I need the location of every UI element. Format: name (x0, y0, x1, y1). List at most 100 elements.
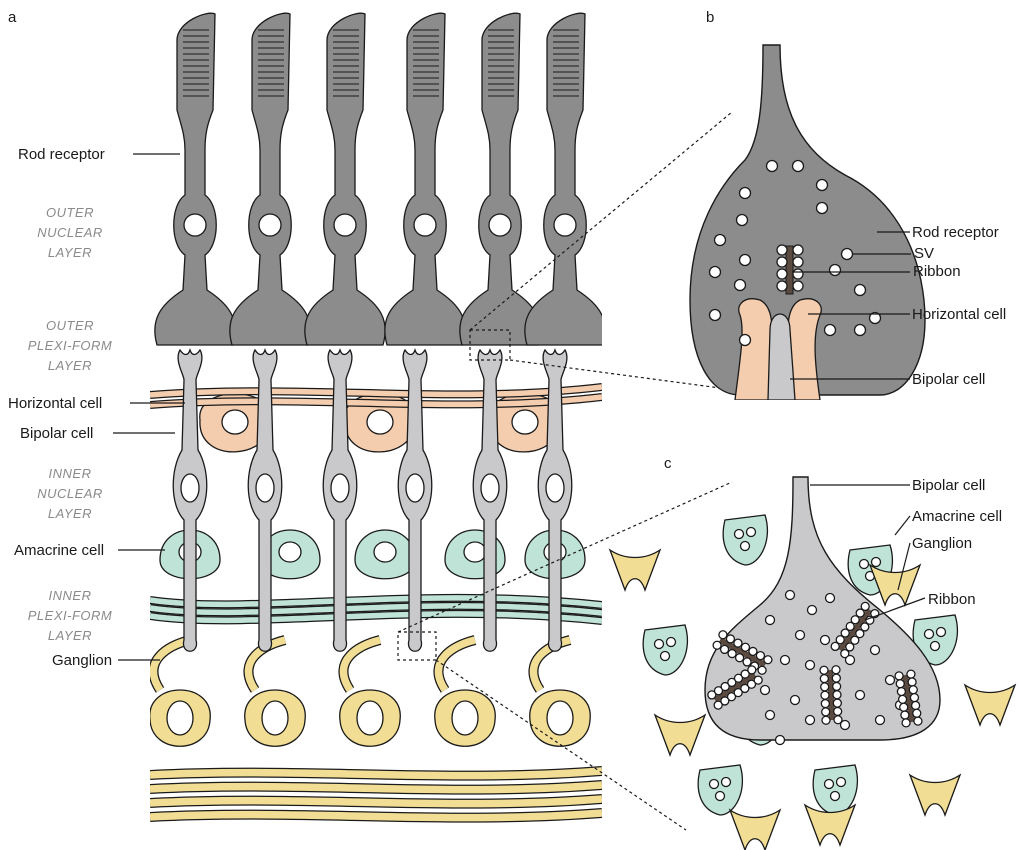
ribbon-vesicle (821, 700, 829, 708)
ribbon-vesicle (833, 691, 841, 699)
synaptic-vesicle (710, 310, 721, 321)
rod-receptor (525, 13, 605, 345)
synaptic-vesicle (761, 686, 770, 695)
ribbon-vesicle (909, 686, 917, 694)
layer-inner-nuclear-line1: INNER (49, 466, 92, 481)
ganglion-profile (610, 550, 660, 590)
ribbon-vesicle (895, 672, 903, 680)
label-rod-receptor-a: Rod receptor (18, 146, 105, 163)
ribbon-vesicle (832, 666, 840, 674)
synaptic-vesicle (781, 656, 790, 665)
synaptic-vesicle (821, 636, 830, 645)
bipolar-nucleus (331, 474, 349, 502)
ribbon-vesicle (736, 654, 744, 662)
layer-inner-nuclear-line2: NUCLEAR (37, 486, 103, 501)
ribbon-vesicle (832, 674, 840, 682)
rod-nucleus (184, 214, 206, 236)
horizontal-nucleus (222, 410, 248, 434)
ribbon-vesicle (912, 701, 920, 709)
ribbon-vesicle (834, 716, 842, 724)
rod-nucleus (334, 214, 356, 236)
bipolar-nucleus (181, 474, 199, 502)
ribbon-vesicle (719, 631, 727, 639)
ribbon-vesicle (902, 719, 910, 727)
amacrine-nucleus (374, 542, 396, 562)
layer-outer-plexiform-line1: OUTER (46, 318, 94, 333)
ribbon-vesicle (820, 666, 828, 674)
horizontal-cell-layer (150, 387, 602, 452)
ribbon-vesicle (734, 639, 742, 647)
amacrine-vesicle (925, 630, 934, 639)
synaptic-vesicle (740, 188, 751, 199)
amacrine-vesicle (741, 542, 750, 551)
ganglion-nucleus (262, 701, 288, 735)
amacrine-vesicle (837, 778, 846, 787)
layer-inner-plexiform-line2: PLEXI-FORM (28, 608, 112, 623)
synaptic-vesicle (715, 235, 726, 246)
ganglion-axon (150, 785, 602, 790)
label-amacrine-cell-a: Amacrine cell (14, 542, 104, 559)
panel-letter-c: c (664, 455, 672, 472)
ribbon-vesicle (758, 666, 766, 674)
horizontal-nucleus (367, 410, 393, 434)
ribbon-vesicle (721, 645, 729, 653)
ribbon-vesicle (793, 269, 803, 279)
synaptic-vesicle (856, 691, 865, 700)
ribbon-vesicle (821, 691, 829, 699)
amacrine-profile (643, 625, 687, 675)
synaptic-vesicle (855, 325, 866, 336)
amacrine-vesicle (710, 780, 719, 789)
label-rod-receptor-b: Rod receptor (912, 224, 999, 241)
panel-a-retina-layers (150, 13, 605, 840)
synaptic-vesicle (817, 180, 828, 191)
synaptic-vesicle (817, 203, 828, 214)
rod-receptor-layer (155, 13, 605, 345)
ribbon-vesicle (914, 717, 922, 725)
amacrine-vesicle (747, 528, 756, 537)
label-amacrine-cell-c: Amacrine cell (912, 508, 1002, 525)
synaptic-vesicle (791, 696, 800, 705)
layer-inner-plexiform-line1: INNER (49, 588, 92, 603)
bipolar-nucleus (406, 474, 424, 502)
rod-receptor (305, 13, 385, 345)
amacrine-profile (698, 765, 742, 815)
label-ribbon-b: Ribbon (913, 263, 961, 280)
synaptic-vesicle (766, 616, 775, 625)
ribbon-vesicle (913, 709, 921, 717)
ribbon-vesicle (777, 257, 787, 267)
label-horizontal-cell-a: Horizontal cell (8, 395, 102, 412)
ribbon-vesicle (726, 635, 734, 643)
ribbon-vesicle (899, 695, 907, 703)
layer-outer-plexiform-line2: PLEXI-FORM (28, 338, 112, 353)
ganglion-profile (870, 565, 920, 605)
label-ganglion-a: Ganglion (52, 652, 112, 669)
ganglion-profile (910, 775, 960, 815)
layer-outer-nuclear-line2: NUCLEAR (37, 225, 103, 240)
synaptic-vesicle (735, 280, 746, 291)
synaptic-vesicle (786, 591, 795, 600)
ganglion-nucleus (357, 701, 383, 735)
synaptic-vesicle (767, 161, 778, 172)
bipolar-nucleus (256, 474, 274, 502)
ribbon-vesicle (833, 682, 841, 690)
amacrine-vesicle (661, 652, 670, 661)
synaptic-vesicle (740, 335, 751, 346)
amacrine-vesicle (872, 558, 881, 567)
ribbon-vesicle (748, 666, 756, 674)
ribbon-vesicle (793, 245, 803, 255)
synaptic-vesicle (806, 661, 815, 670)
ganglion-axon (150, 799, 602, 804)
rod-receptor (385, 13, 465, 345)
amacrine-vesicle (722, 778, 731, 787)
rod-nucleus (259, 214, 281, 236)
layer-outer-nuclear-line3: LAYER (48, 245, 92, 260)
ganglion-profile (965, 685, 1015, 725)
leader-amacrine-cell-c (895, 516, 910, 535)
ribbon-vesicle (754, 676, 762, 684)
label-sv-b: SV (914, 245, 934, 262)
synaptic-vesicle (710, 267, 721, 278)
synaptic-vesicle (855, 285, 866, 296)
ribbon-vesicle (793, 257, 803, 267)
synaptic-vesicle (871, 646, 880, 655)
